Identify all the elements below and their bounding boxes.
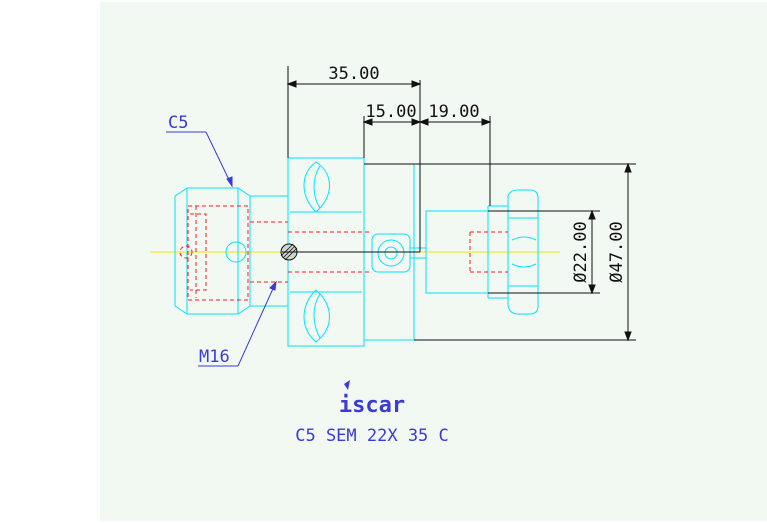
dim-shank-length: 15.00 (365, 102, 416, 122)
dim-small-diameter: Ø22.00 (571, 221, 591, 282)
leader-lines (166, 131, 277, 367)
iscar-logo: iscar (339, 380, 405, 418)
extension-shank (425, 205, 508, 299)
hidden-lines (179, 205, 508, 301)
dim-overall-length: 35.00 (328, 64, 379, 84)
logo-text: iscar (339, 393, 405, 418)
part-number: C5 SEM 22X 35 C (295, 426, 449, 446)
dimension-lines (286, 66, 636, 342)
drawing-sheet (100, 2, 767, 521)
collet-type-label: C5 (168, 113, 188, 133)
end-knob (507, 189, 539, 315)
clamp-screw (371, 233, 426, 273)
thread-label: M16 (199, 347, 230, 367)
dim-large-diameter: Ø47.00 (607, 221, 627, 282)
dim-extension-length: 19.00 (428, 102, 479, 122)
collet-nose (174, 187, 288, 315)
